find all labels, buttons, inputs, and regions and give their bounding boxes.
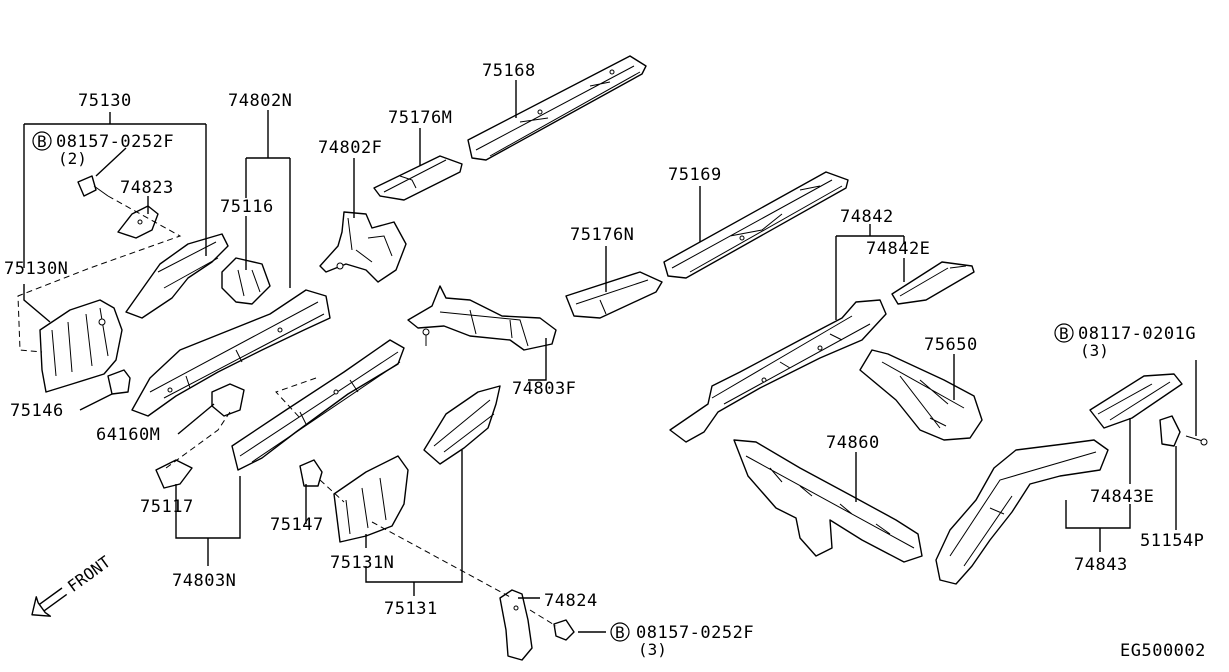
- part-74860-crossmember[interactable]: [733, 439, 923, 563]
- part-75146-bracket[interactable]: [107, 369, 131, 395]
- part-75168-rail[interactable]: [467, 55, 647, 161]
- svg-text:B: B: [37, 132, 47, 151]
- part-64160M-bracket[interactable]: [211, 383, 245, 417]
- svg-text:B: B: [1059, 324, 1069, 343]
- part-74823-bracket[interactable]: [117, 205, 159, 239]
- part-51154P-bracket[interactable]: [1159, 415, 1208, 447]
- label-bolt1-number[interactable]: 08157-0252F: [56, 132, 174, 152]
- part-75116-bracket[interactable]: [221, 257, 271, 305]
- label-74802N[interactable]: 74802N: [228, 91, 292, 111]
- label-74842[interactable]: 74842: [840, 207, 894, 227]
- front-label: FRONT: [64, 552, 114, 596]
- part-75169-rail[interactable]: [663, 171, 849, 279]
- part-75131-panel[interactable]: [423, 385, 501, 465]
- label-74843[interactable]: 74843: [1074, 555, 1128, 575]
- label-74823[interactable]: 74823: [120, 178, 174, 198]
- part-74842E-rail[interactable]: [891, 261, 975, 305]
- label-bolt2-number[interactable]: 08117-0201G: [1078, 324, 1196, 344]
- label-75650[interactable]: 75650: [924, 335, 978, 355]
- label-75176M[interactable]: 75176M: [388, 108, 452, 128]
- part-74803F-member[interactable]: [407, 285, 557, 351]
- part-75130-rail[interactable]: [125, 233, 229, 319]
- label-74843E[interactable]: 74843E: [1090, 487, 1154, 507]
- part-75176N-rail[interactable]: [565, 271, 663, 319]
- label-74803N[interactable]: 74803N: [172, 571, 236, 591]
- part-75117-bracket[interactable]: [155, 459, 193, 489]
- part-74842-rail[interactable]: [669, 299, 887, 443]
- dashed-guide-lines: [17, 195, 557, 627]
- part-74843-member[interactable]: [935, 439, 1109, 585]
- part-74802F-bracket[interactable]: [319, 211, 407, 283]
- part-75130N-panel[interactable]: [39, 299, 123, 393]
- label-75130N[interactable]: 75130N: [4, 259, 68, 279]
- label-bolt3-qty: (3): [638, 640, 667, 659]
- part-74802N-rail[interactable]: [131, 289, 331, 417]
- part-74843E-member[interactable]: [1089, 373, 1183, 429]
- label-75117[interactable]: 75117: [140, 497, 194, 517]
- part-75147-bracket[interactable]: [299, 459, 323, 487]
- bolt-marker-3: B: [610, 622, 630, 642]
- part-labels: 75130 74802N 75168 75176M 74802F 08157-0…: [4, 61, 1206, 661]
- label-75130[interactable]: 75130: [78, 91, 132, 111]
- label-51154P[interactable]: 51154P: [1140, 531, 1204, 551]
- label-bolt3-number[interactable]: 08157-0252F: [636, 623, 754, 643]
- part-74803N-rail[interactable]: [231, 339, 405, 471]
- part-74824-bracket[interactable]: [499, 589, 533, 661]
- label-75169[interactable]: 75169: [668, 165, 722, 185]
- label-75176N[interactable]: 75176N: [570, 225, 634, 245]
- label-74803F[interactable]: 74803F: [512, 379, 576, 399]
- label-bolt1-qty: (2): [58, 149, 87, 168]
- part-75176M-rail[interactable]: [373, 155, 463, 201]
- leader-lines: [23, 80, 1197, 633]
- bolt-marker-1: B: [32, 131, 52, 151]
- label-74860[interactable]: 74860: [826, 433, 880, 453]
- label-74842E[interactable]: 74842E: [866, 239, 930, 259]
- label-75147[interactable]: 75147: [270, 515, 324, 535]
- part-75131N-panel[interactable]: [333, 455, 409, 543]
- front-arrow: FRONT: [31, 552, 114, 617]
- label-75168[interactable]: 75168: [482, 61, 536, 81]
- label-74824[interactable]: 74824: [544, 591, 598, 611]
- label-75131[interactable]: 75131: [384, 599, 438, 619]
- label-75146[interactable]: 75146: [10, 401, 64, 421]
- label-75116[interactable]: 75116: [220, 197, 274, 217]
- label-bolt2-qty: (3): [1080, 341, 1109, 360]
- label-64160M[interactable]: 64160M: [96, 425, 160, 445]
- bolt-08157-bottom[interactable]: [553, 619, 575, 641]
- diagram-code: EG500002: [1120, 641, 1206, 661]
- part-75650-crossmember[interactable]: [859, 349, 983, 441]
- bolt-marker-2: B: [1054, 323, 1074, 343]
- svg-text:B: B: [615, 623, 625, 642]
- label-74802F[interactable]: 74802F: [318, 138, 382, 158]
- label-75131N[interactable]: 75131N: [330, 553, 394, 573]
- bolt-08157-top[interactable]: [77, 175, 109, 197]
